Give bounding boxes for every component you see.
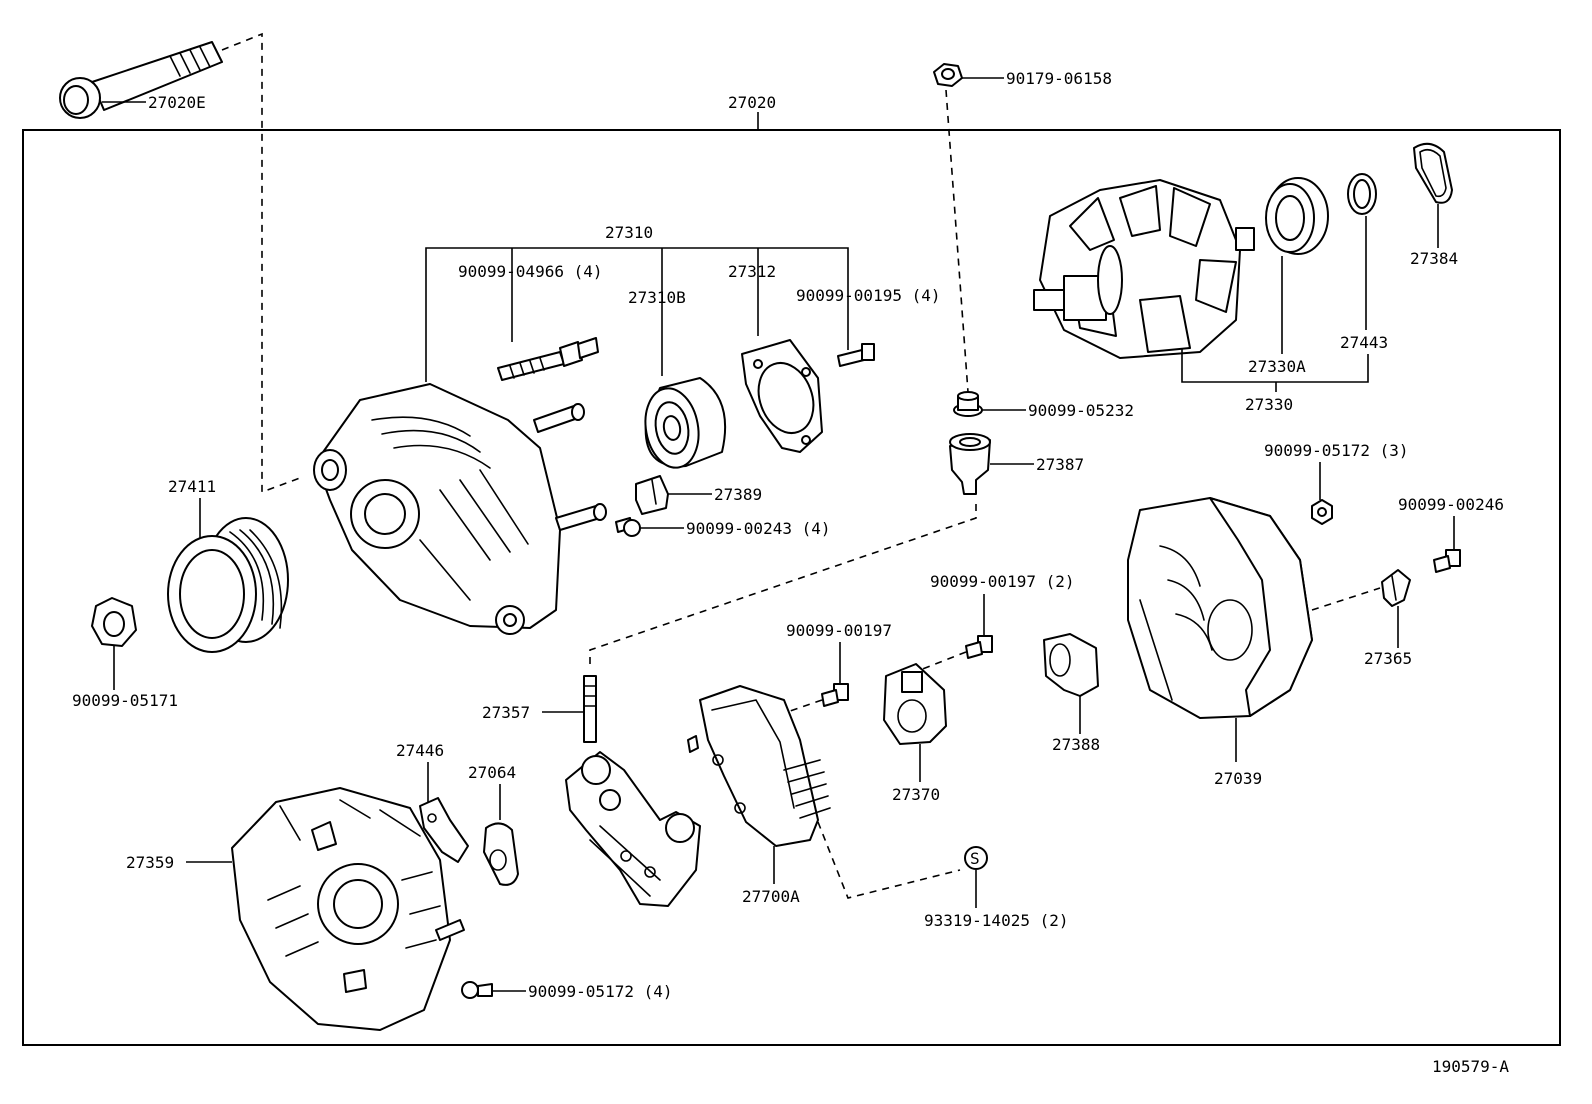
callout-90099-00243: 90099-00243 (4) <box>686 519 831 538</box>
insulator-27446[interactable] <box>419 797 469 863</box>
nut-90099-05171[interactable] <box>91 597 137 647</box>
terminal-27388[interactable] <box>1043 633 1099 697</box>
callout-27359: 27359 <box>126 853 174 872</box>
callout-90099-00246: 90099-00246 <box>1398 495 1504 514</box>
cover-27384[interactable] <box>1413 142 1453 204</box>
callout-90099-05232: 90099-05232 <box>1028 401 1134 420</box>
callout-90099-05171: 90099-05171 <box>72 691 178 710</box>
callout-27310: 27310 <box>605 223 653 242</box>
callout-27389: 27389 <box>714 485 762 504</box>
bearing-27330a[interactable] <box>1265 177 1329 255</box>
rotor-27330[interactable] <box>1033 179 1255 359</box>
holder-path-line <box>589 504 977 668</box>
bolt-27020e[interactable] <box>59 41 223 119</box>
bolt-path-line <box>221 32 301 494</box>
stud-90099-04966[interactable] <box>497 337 599 381</box>
callout-93319-14025: 93319-14025 (2) <box>924 911 1069 930</box>
callout-90099-00195: 90099-00195 (4) <box>796 286 941 305</box>
s-mark: S <box>964 846 988 870</box>
nut-90179-06158[interactable] <box>933 63 963 87</box>
callout-27384: 27384 <box>1410 249 1458 268</box>
ring-27443[interactable] <box>1347 173 1377 215</box>
holder-27387[interactable] <box>949 433 991 495</box>
callout-27020: 27020 <box>728 93 776 112</box>
bolt-90099-05172[interactable] <box>461 981 493 999</box>
pulley-27411[interactable] <box>167 517 289 653</box>
rear-frame-27039[interactable] <box>1127 497 1313 719</box>
callout-27443: 27443 <box>1340 333 1388 352</box>
bracket-27365[interactable] <box>1381 569 1411 607</box>
callout-27411: 27411 <box>168 477 216 496</box>
screw-90099-00195[interactable] <box>837 343 875 367</box>
regulator-27700a[interactable] <box>687 685 831 847</box>
regulator-path-line <box>817 821 961 899</box>
rear-cover-27359[interactable] <box>231 787 465 1031</box>
plate-27312[interactable] <box>741 339 823 453</box>
plate-27064[interactable] <box>483 822 519 886</box>
s-mark-label: S <box>970 849 980 868</box>
drive-end-frame[interactable] <box>313 383 607 635</box>
screw-90099-00197-a[interactable] <box>965 635 993 659</box>
screw-90099-00246[interactable] <box>1433 549 1461 573</box>
callout-90099-04966: 90099-04966 (4) <box>458 262 603 281</box>
callout-27310b: 27310B <box>628 288 686 307</box>
callout-27370: 27370 <box>892 785 940 804</box>
nut-90099-05172[interactable] <box>1311 499 1333 525</box>
holder-27370[interactable] <box>883 663 947 745</box>
callout-27039: 27039 <box>1214 769 1262 788</box>
callout-90099-05172-3: 90099-05172 (3) <box>1264 441 1409 460</box>
callout-90099-05172-4: 90099-05172 (4) <box>528 982 673 1001</box>
callout-27446: 27446 <box>396 741 444 760</box>
assembly-frame <box>22 129 1561 1046</box>
callout-90099-00197-2: 90099-00197 (2) <box>930 572 1075 591</box>
callout-27388: 27388 <box>1052 735 1100 754</box>
callout-27064: 27064 <box>468 763 516 782</box>
callout-90099-00197: 90099-00197 <box>786 621 892 640</box>
callout-27365: 27365 <box>1364 649 1412 668</box>
callout-27020e: 27020E <box>148 93 206 112</box>
insulator-27389[interactable] <box>635 475 669 515</box>
screw-90099-00243[interactable] <box>615 517 641 537</box>
bearing-27310b[interactable] <box>639 377 727 472</box>
callout-90179-06158: 90179-06158 <box>1006 69 1112 88</box>
drawing-id: 190579-A <box>1432 1057 1509 1076</box>
callout-27700a: 27700A <box>742 887 800 906</box>
callout-27330: 27330 <box>1245 395 1293 414</box>
screw-90099-00197-b[interactable] <box>821 683 849 707</box>
callout-27357: 27357 <box>482 703 530 722</box>
callout-27330a: 27330A <box>1248 357 1306 376</box>
rectifier-27357[interactable] <box>565 675 701 907</box>
callout-27312: 27312 <box>728 262 776 281</box>
cap-90099-05232[interactable] <box>953 391 983 417</box>
callout-27387: 27387 <box>1036 455 1084 474</box>
